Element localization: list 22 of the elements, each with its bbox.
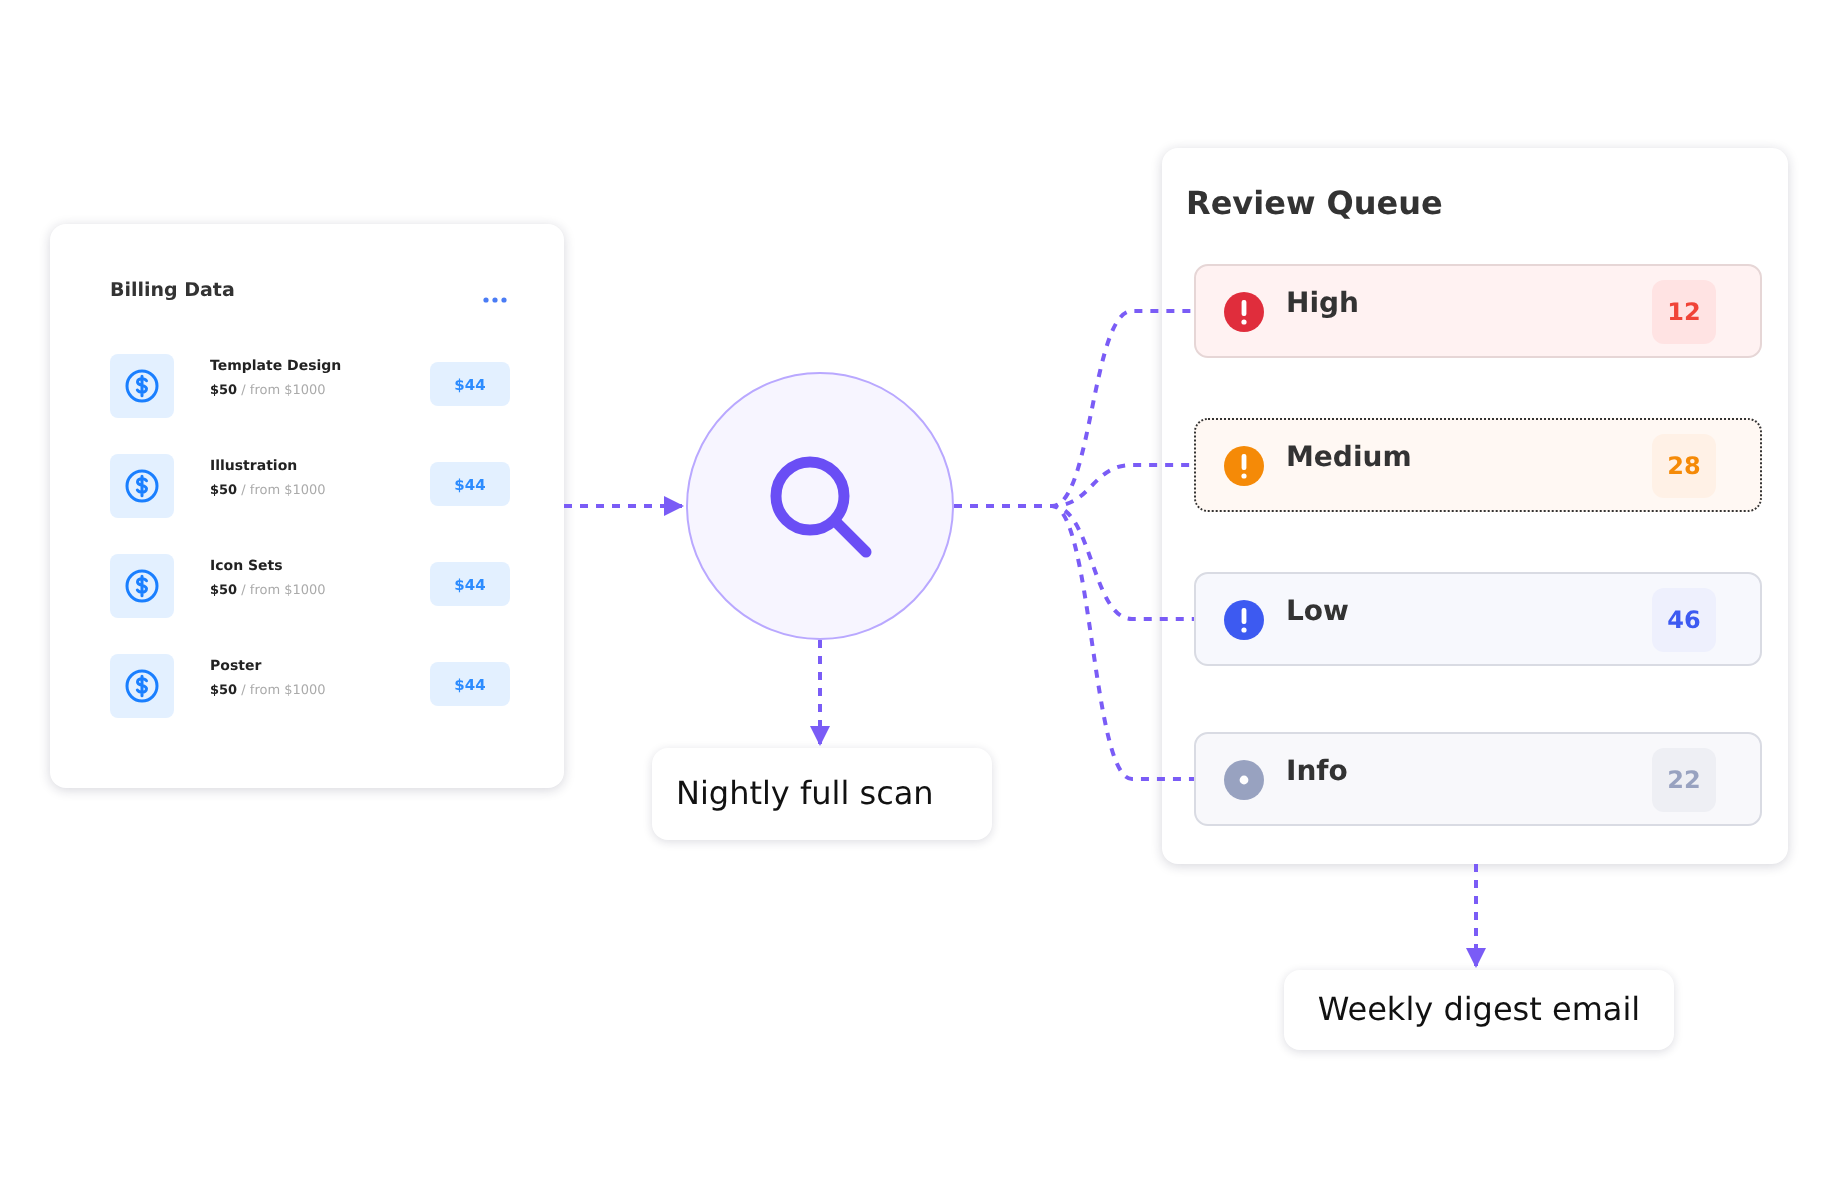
severity-row bbox=[1194, 418, 1762, 512]
severity-row bbox=[1194, 572, 1762, 666]
billing-card bbox=[50, 224, 564, 788]
severity-label: Info bbox=[1286, 756, 1348, 788]
severity-label: High bbox=[1286, 288, 1360, 320]
severity-row bbox=[1194, 264, 1762, 358]
card-title: Billing Data bbox=[110, 280, 235, 302]
severity-label: Medium bbox=[1286, 442, 1412, 474]
severity-row bbox=[1194, 732, 1762, 826]
dashed-arrow bbox=[1466, 864, 1486, 968]
dashed-arrow bbox=[810, 640, 830, 746]
card-title: Review Queue bbox=[1186, 184, 1443, 222]
note-box: Weekly digest email bbox=[1284, 970, 1674, 1050]
count-badge: 46 bbox=[1652, 588, 1716, 652]
count-badge: 22 bbox=[1652, 748, 1716, 812]
dashed-connector bbox=[954, 504, 1194, 781]
queue-card bbox=[1162, 148, 1788, 864]
severity-label: Low bbox=[1286, 596, 1349, 628]
note-box: Nightly full scan bbox=[652, 748, 992, 840]
dashed-arrow bbox=[564, 496, 684, 516]
count-badge: 28 bbox=[1652, 434, 1716, 498]
count-badge: 12 bbox=[1652, 280, 1716, 344]
